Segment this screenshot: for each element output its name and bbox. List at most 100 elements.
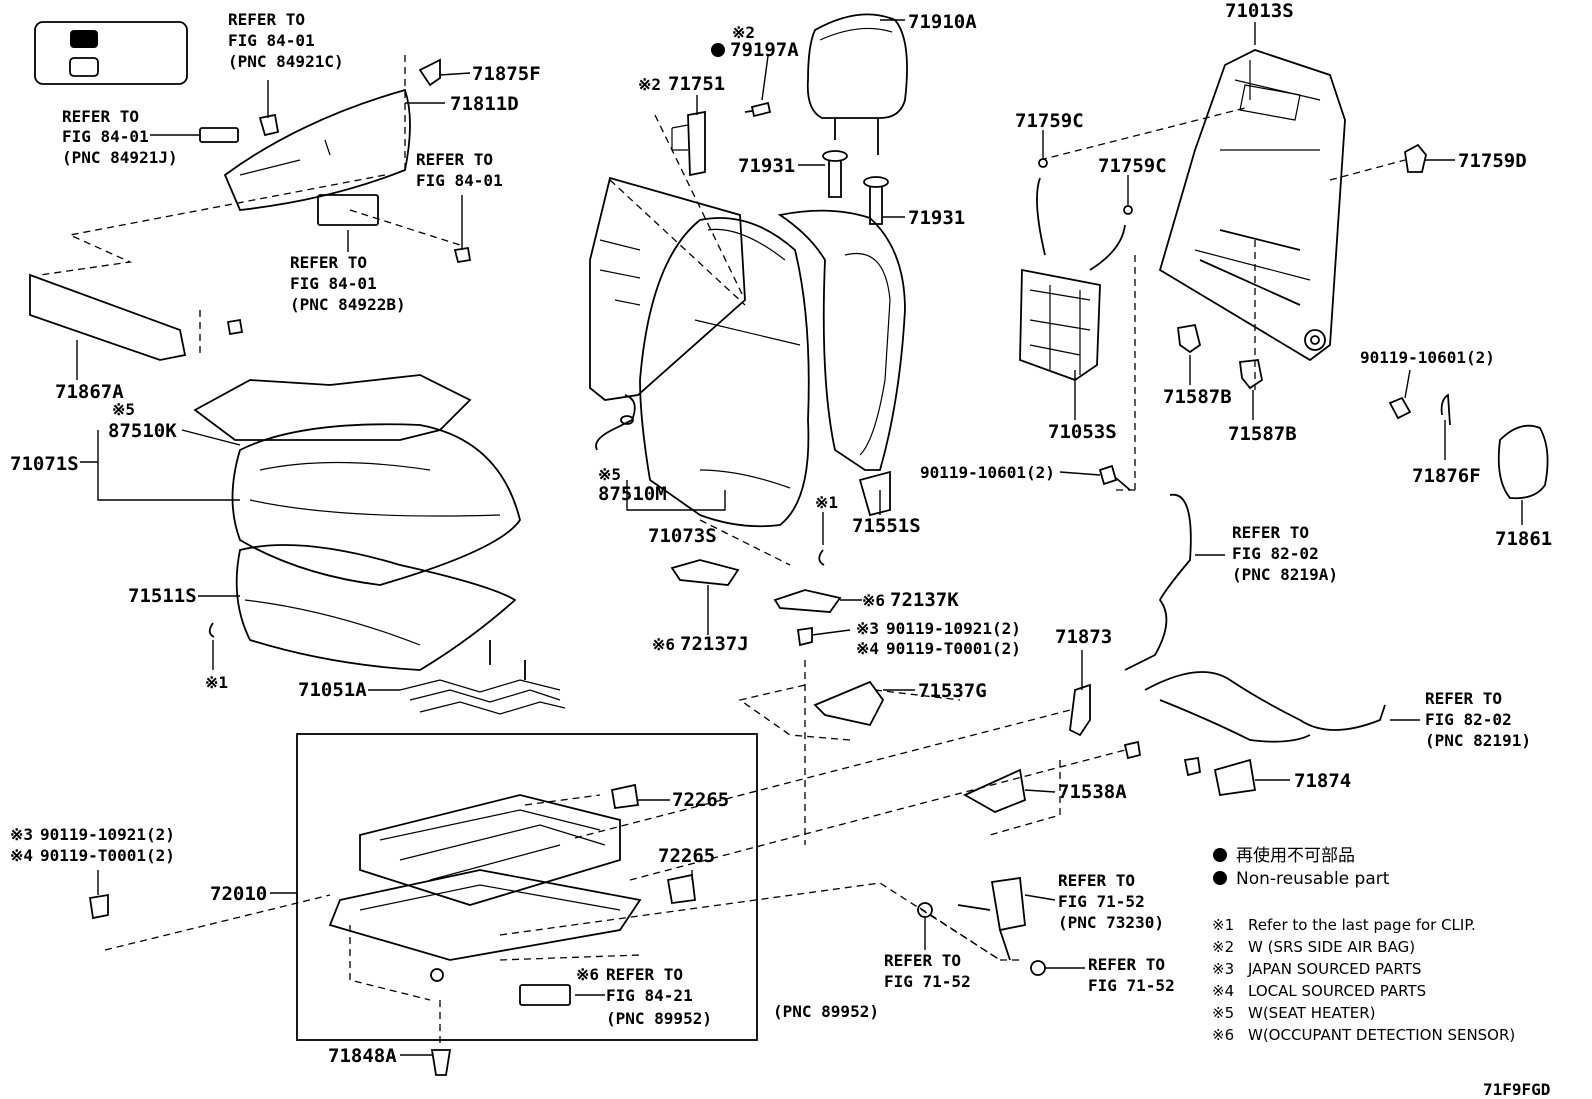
- clip-71759d: [1404, 143, 1427, 173]
- label-fig-71-52: FIG 71-52: [884, 972, 971, 991]
- label-pnc-73230: (PNC 73230): [1058, 913, 1164, 932]
- screw-71874: [1183, 756, 1202, 777]
- label-72010: 72010: [210, 883, 267, 905]
- label-note2-a: ※2: [732, 23, 755, 42]
- label-screw-10921-b: 90119-10921(2): [40, 825, 175, 844]
- sensor-72265-a: [610, 783, 640, 810]
- label-fig-71-52: FIG 71-52: [1058, 892, 1145, 911]
- cushion-pad: [235, 544, 517, 671]
- label-71874: 71874: [1294, 770, 1351, 792]
- label-pnc-82191: (PNC 82191): [1425, 731, 1531, 750]
- cushion-spring: [399, 640, 566, 715]
- label-71861: 71861: [1495, 528, 1552, 550]
- switch-84922b: [317, 194, 379, 226]
- label-71538a: 71538A: [1058, 781, 1127, 803]
- assembly-dash-lines: [39, 55, 1406, 1045]
- label-pnc-8219a: (PNC 8219A): [1232, 565, 1338, 584]
- clip-icon: [818, 549, 825, 566]
- nonreusable-dot-icon: [1213, 871, 1227, 885]
- seatback-cover: [589, 176, 906, 528]
- label-71876f: 71876F: [1412, 465, 1481, 487]
- bracket-71874: [1213, 758, 1257, 797]
- label-71759d: 71759D: [1458, 150, 1527, 172]
- bolt-71848a: [430, 1049, 452, 1076]
- label-72137k: 72137K: [890, 589, 959, 611]
- label-71875f: 71875F: [472, 63, 541, 85]
- label-71051a: 71051A: [298, 679, 367, 701]
- label-note6-c: ※6: [576, 965, 599, 984]
- label-fig-84-21: FIG 84-21: [606, 986, 693, 1005]
- label-87510m: 87510M: [598, 483, 667, 505]
- clip-71759c-a: [1038, 158, 1048, 168]
- label-note3-b: ※3: [10, 825, 33, 844]
- footnote-mark: ※5: [1212, 1004, 1234, 1022]
- footnote-mark: ※2: [1212, 938, 1234, 956]
- cushion-cover: [231, 423, 521, 586]
- switch-84921c: [258, 113, 280, 137]
- clip-icon-2: [208, 622, 215, 638]
- label-note2-b: ※2: [638, 75, 661, 94]
- label-pnc-84921c: (PNC 84921C): [228, 52, 344, 71]
- label-71751: 71751: [668, 73, 725, 95]
- label-71910a: 71910A: [908, 11, 977, 33]
- label-screw-10601-b: 90119-10601(2): [920, 463, 1055, 482]
- nonreusable-dot-icon: [1213, 848, 1227, 862]
- clip-71587b-b: [1238, 359, 1264, 390]
- screw-90119-10601-b: [1098, 464, 1131, 491]
- sensor-72137k: [773, 589, 842, 613]
- track-assembly-box: [296, 733, 758, 1041]
- label-refer-to: REFER TO: [1088, 955, 1165, 974]
- label-note1-a: ※1: [815, 493, 838, 512]
- seat-shield-71811d: [223, 88, 411, 211]
- label-71873: 71873: [1055, 626, 1112, 648]
- label-refer-to: REFER TO: [228, 10, 305, 29]
- label-72265-b: 72265: [658, 845, 715, 867]
- footnote-text: W(OCCUPANT DETECTION SENSOR): [1248, 1026, 1515, 1044]
- heater-wire-back: [595, 394, 636, 451]
- screw-90119-10601-a: [1388, 396, 1412, 420]
- label-refer-to: REFER TO: [884, 951, 961, 970]
- nonreusable-label-en: Non-reusable part: [1236, 869, 1390, 889]
- cover-71537g: [813, 680, 885, 727]
- footnote-text: LOCAL SOURCED PARTS: [1248, 982, 1426, 1000]
- sensor-72137j: [670, 559, 740, 586]
- screw-84-01: [453, 246, 472, 264]
- screw-71873: [1123, 740, 1142, 760]
- label-fig-84-01: FIG 84-01: [62, 127, 149, 146]
- label-refer-to: REFER TO: [1058, 871, 1135, 890]
- label-72265-a: 72265: [672, 789, 729, 811]
- bracket-71873: [1069, 683, 1091, 737]
- label-note5-a: ※5: [112, 400, 135, 419]
- label-fig-82-02: FIG 82-02: [1425, 710, 1512, 729]
- lumbar-support: [1019, 177, 1126, 382]
- label-pnc-84921j: (PNC 84921J): [62, 148, 178, 167]
- label-71587b-b: 71587B: [1228, 423, 1297, 445]
- label-refer-to: REFER TO: [290, 253, 367, 272]
- label-pnc-89952-b: (PNC 89952): [773, 1002, 879, 1021]
- label-71053s: 71053S: [1048, 421, 1117, 443]
- seat-track: [328, 794, 642, 982]
- label-71867a: 71867A: [55, 381, 124, 403]
- label-71811d: 71811D: [450, 93, 519, 115]
- cover-71538a: [963, 768, 1027, 813]
- cover-71876f: [1440, 393, 1451, 426]
- label-figure-code: 71F9FGD: [1483, 1080, 1550, 1099]
- black-swatch-icon: [70, 30, 98, 48]
- clip-71587b-a: [1177, 323, 1202, 354]
- label-71759c-a: 71759C: [1015, 110, 1084, 132]
- label-screw-t0001-a: 90119-T0001(2): [886, 639, 1021, 658]
- white-swatch-icon: [69, 57, 99, 77]
- label-note1-b: ※1: [205, 673, 228, 692]
- footnote-text: W(SEAT HEATER): [1248, 1004, 1375, 1022]
- label-note6-a: ※6: [862, 591, 885, 610]
- label-note5-b: ※5: [598, 465, 621, 484]
- seatback-frame: [1158, 49, 1346, 362]
- footnote-mark: ※4: [1212, 982, 1234, 1000]
- label-note3-a: ※3: [856, 619, 879, 638]
- label-pnc-89952: (PNC 89952): [606, 1009, 712, 1028]
- label-71848a: 71848A: [328, 1045, 397, 1067]
- label-refer-to: REFER TO: [1232, 523, 1309, 542]
- recliner-knob: [1497, 424, 1549, 500]
- label-note6-b: ※6: [652, 635, 675, 654]
- knob-71875f: [418, 58, 441, 87]
